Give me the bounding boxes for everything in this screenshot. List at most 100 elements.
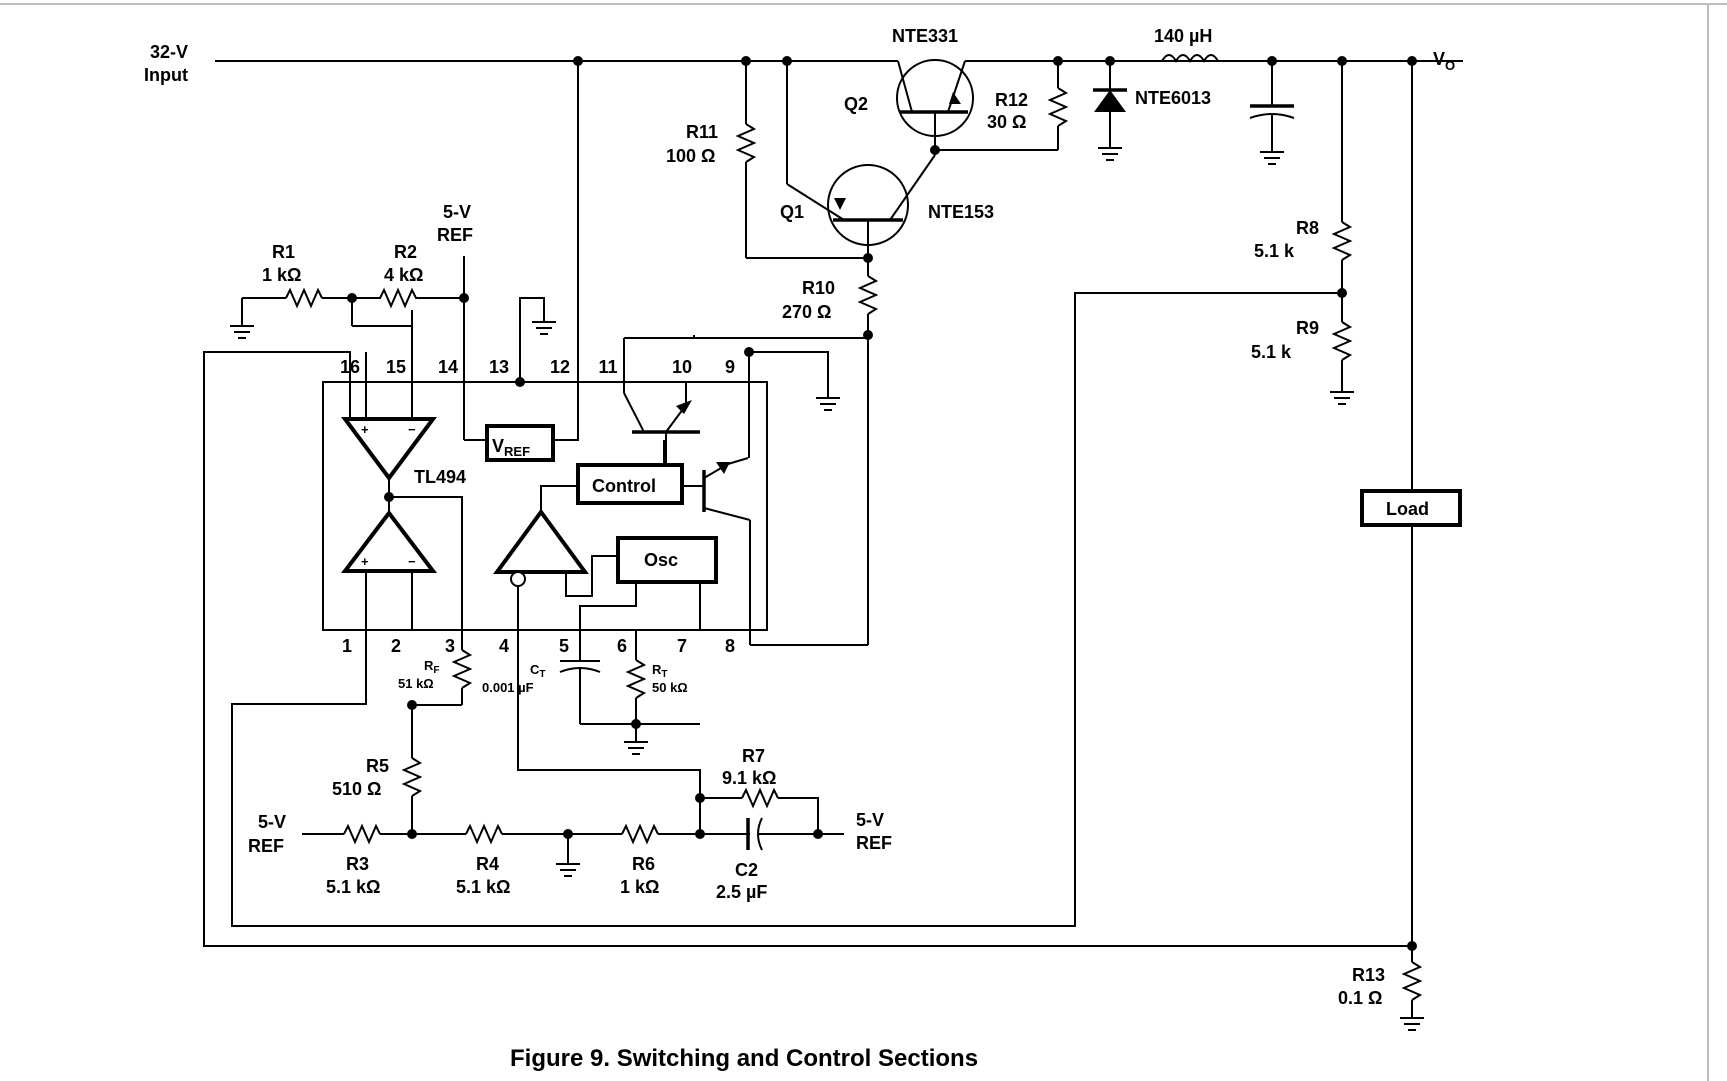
r9-name: R9 bbox=[1296, 318, 1319, 338]
control-block bbox=[576, 463, 684, 505]
rf-resistor bbox=[412, 630, 473, 706]
control-label: Control bbox=[592, 476, 656, 496]
inductor-value: 140 µH bbox=[1154, 26, 1212, 46]
vref-right-label: REF bbox=[856, 833, 892, 853]
r12-value: 30 Ω bbox=[987, 112, 1026, 132]
wire bbox=[519, 297, 545, 382]
vref-left-voltage: 5-V bbox=[258, 812, 286, 832]
r7-name: R7 bbox=[742, 746, 765, 766]
svg-text:7: 7 bbox=[677, 636, 687, 656]
r10-resistor bbox=[750, 258, 879, 646]
svg-text:9: 9 bbox=[725, 357, 735, 377]
wire bbox=[517, 586, 701, 816]
vcc-wire bbox=[553, 61, 579, 441]
c2-capacitor bbox=[700, 817, 844, 851]
q1-name: Q1 bbox=[780, 202, 804, 222]
r7-resistor bbox=[700, 787, 819, 834]
r8-resistor bbox=[1331, 61, 1353, 322]
output-transistor-2 bbox=[686, 457, 751, 521]
rf-name: RF bbox=[424, 658, 440, 676]
current-sense-wire bbox=[203, 351, 1412, 947]
r11-resistor bbox=[735, 61, 868, 259]
svg-text:10: 10 bbox=[672, 357, 692, 377]
wire bbox=[749, 351, 829, 398]
r2-name: R2 bbox=[394, 242, 417, 262]
svg-text:8: 8 bbox=[725, 636, 735, 656]
feedback-wire bbox=[231, 292, 1342, 927]
r1-value: 1 kΩ bbox=[262, 265, 301, 285]
load-label: Load bbox=[1386, 499, 1429, 519]
r3-name: R3 bbox=[346, 854, 369, 874]
input-label: Input bbox=[144, 65, 188, 85]
r1-resistor bbox=[230, 287, 412, 339]
svg-text:+: + bbox=[361, 422, 369, 437]
r13-resistor bbox=[1400, 946, 1424, 1031]
q2-transistor bbox=[896, 59, 974, 150]
r13-value: 0.1 Ω bbox=[1338, 988, 1382, 1008]
tl494-package bbox=[322, 381, 768, 631]
r5-name: R5 bbox=[366, 756, 389, 776]
r12-name: R12 bbox=[995, 90, 1028, 110]
q2-name: Q2 bbox=[844, 94, 868, 114]
vref-left-label: REF bbox=[248, 836, 284, 856]
rf-value: 51 kΩ bbox=[398, 676, 434, 691]
r11-value: 100 Ω bbox=[666, 146, 715, 166]
wire bbox=[389, 496, 463, 630]
r13-name: R13 bbox=[1352, 965, 1385, 985]
q1-transistor bbox=[786, 150, 936, 258]
vref-right-voltage: 5-V bbox=[856, 810, 884, 830]
c2-value: 2.5 µF bbox=[716, 882, 767, 902]
vref-top-label: REF bbox=[437, 225, 473, 245]
inductor-symbol bbox=[1110, 54, 1272, 63]
pwm-comparator bbox=[493, 485, 589, 587]
r4-value: 5.1 kΩ bbox=[456, 877, 510, 897]
wire bbox=[565, 555, 618, 597]
r1-name: R1 bbox=[272, 242, 295, 262]
bottom-pin-numbers: 1 2 3 4 5 6 7 8 bbox=[342, 636, 735, 656]
rt-value: 50 kΩ bbox=[652, 680, 688, 695]
svg-text:−: − bbox=[408, 554, 416, 569]
svg-text:14: 14 bbox=[438, 357, 458, 377]
r6-value: 1 kΩ bbox=[620, 877, 659, 897]
r2-value: 4 kΩ bbox=[384, 265, 423, 285]
junction-dot bbox=[407, 829, 417, 839]
r8-value: 5.1 k bbox=[1254, 241, 1295, 261]
svg-text:−: − bbox=[408, 422, 416, 437]
svg-text:6: 6 bbox=[617, 636, 627, 656]
svg-text:12: 12 bbox=[550, 357, 570, 377]
r8-name: R8 bbox=[1296, 218, 1319, 238]
ct-value: 0.001 µF bbox=[482, 680, 534, 695]
r3-value: 5.1 kΩ bbox=[326, 877, 380, 897]
tl494-label: TL494 bbox=[414, 467, 466, 487]
r5-value: 510 Ω bbox=[332, 779, 381, 799]
r10-value: 270 Ω bbox=[782, 302, 831, 322]
r10-name: R10 bbox=[802, 278, 835, 298]
output-transistor-1 bbox=[623, 338, 700, 464]
ground-symbol bbox=[556, 834, 580, 877]
ct-name: CT bbox=[530, 662, 546, 680]
r9-resistor bbox=[1330, 321, 1354, 405]
r6-name: R6 bbox=[632, 854, 655, 874]
svg-text:11: 11 bbox=[598, 357, 617, 377]
c2-name: C2 bbox=[735, 860, 758, 880]
oscillator-label: Osc bbox=[644, 550, 678, 570]
r11-name: R11 bbox=[686, 122, 718, 142]
diode-part: NTE6013 bbox=[1135, 88, 1211, 108]
load-box bbox=[1360, 489, 1462, 527]
r9-value: 5.1 k bbox=[1251, 342, 1292, 362]
ground-symbol bbox=[816, 397, 840, 411]
q2-part: NTE331 bbox=[892, 26, 958, 46]
r2-resistor bbox=[379, 286, 464, 310]
svg-text:3: 3 bbox=[445, 636, 455, 656]
vref-block-label: VREF bbox=[492, 436, 530, 459]
figure-caption: Figure 9. Switching and Control Sections bbox=[510, 1045, 978, 1072]
svg-text:4: 4 bbox=[499, 636, 509, 656]
output-capacitor bbox=[1249, 61, 1295, 165]
oscillator-block bbox=[616, 536, 718, 584]
bottom-chain bbox=[302, 823, 750, 845]
output-label: VO bbox=[1433, 49, 1455, 73]
diode-symbol bbox=[1093, 61, 1127, 161]
svg-text:1: 1 bbox=[342, 636, 352, 656]
svg-text:+: + bbox=[361, 554, 369, 569]
